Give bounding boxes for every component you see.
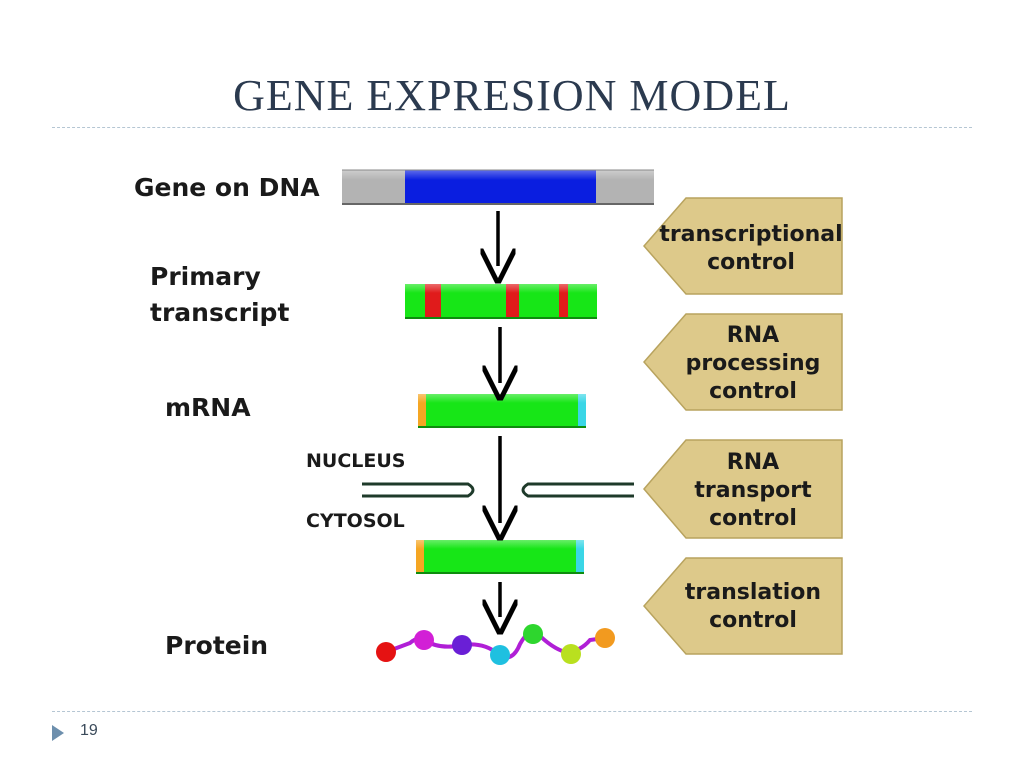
- mrna2-cap: [416, 540, 424, 573]
- label-protein: Protein: [165, 631, 268, 660]
- amino-acid-6: [561, 644, 581, 664]
- control-text-line3: control: [709, 379, 797, 404]
- dna-gene-bar: [342, 169, 654, 205]
- label-primary: Primary: [150, 262, 261, 291]
- label-nucleus: NUCLEUS: [306, 450, 405, 472]
- page-marker-triangle-icon: [52, 725, 64, 741]
- control-shape: [643, 197, 843, 295]
- flow-arrows: [498, 211, 500, 617]
- control-text-line2: transport: [694, 478, 812, 503]
- control-shape: [643, 439, 843, 539]
- control-text-line2: processing: [686, 351, 821, 376]
- slide-title: GENE EXPRESION MODEL: [233, 71, 791, 120]
- mrna2-shade: [416, 540, 584, 549]
- mrna-bar-nucleus: [418, 394, 586, 428]
- dna-shade: [342, 170, 654, 180]
- control-rna-transport: RNA transport control: [643, 439, 843, 539]
- amino-acid-7: [595, 628, 615, 648]
- mrna-tail: [578, 394, 586, 427]
- top-divider: [52, 127, 972, 128]
- membrane-right: [521, 482, 634, 498]
- control-text-line1: RNA: [727, 450, 779, 475]
- page-number: 19: [80, 722, 98, 739]
- primary-transcript-bar: [405, 284, 597, 319]
- mrna-bar-cytosol: [416, 540, 584, 574]
- control-shape: [643, 557, 843, 655]
- label-transcript: transcript: [150, 298, 289, 327]
- amino-acid-2: [414, 630, 434, 650]
- intron-3: [559, 284, 568, 318]
- label-mrna: mRNA: [165, 393, 251, 422]
- amino-acid-4: [490, 645, 510, 665]
- control-text-line3: control: [709, 506, 797, 531]
- membrane-left: [362, 482, 475, 498]
- control-text-line1: RNA: [727, 323, 779, 348]
- label-cytosol: CYTOSOL: [306, 510, 405, 532]
- bottom-divider: [52, 711, 972, 712]
- transcript-shade: [405, 284, 597, 293]
- control-text-line2: control: [709, 608, 797, 633]
- amino-acid-3: [452, 635, 472, 655]
- nuclear-membrane: [362, 482, 634, 498]
- control-shape: [643, 313, 843, 411]
- control-translation: translation control: [643, 557, 843, 655]
- label-gene-on-dna: Gene on DNA: [134, 173, 320, 202]
- amino-acid-1: [376, 642, 396, 662]
- mrna-cap: [418, 394, 426, 427]
- amino-acid-5: [523, 624, 543, 644]
- control-text-line1: translation: [685, 580, 821, 605]
- mrna2-tail: [576, 540, 584, 573]
- protein-chain: [376, 624, 615, 665]
- control-rna-processing: RNA processing control: [643, 313, 843, 411]
- control-transcriptional: transcriptional control: [643, 197, 843, 295]
- mrna-shade: [418, 394, 586, 403]
- control-text-line1: transcriptional: [659, 222, 842, 247]
- control-text-line2: control: [707, 250, 795, 275]
